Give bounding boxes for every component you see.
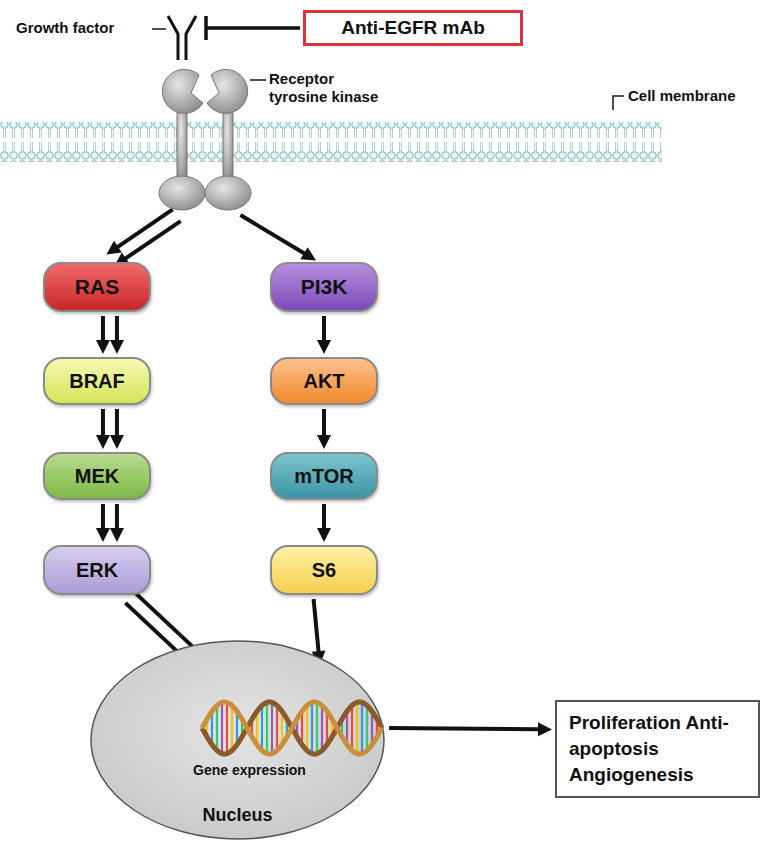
antibody-symbol: [168, 16, 196, 60]
pathway-arrow: [317, 316, 331, 354]
arrow-shaft: [115, 316, 119, 342]
protein-label: S6: [312, 559, 336, 582]
protein-label: AKT: [303, 370, 344, 393]
kinase-domain: [205, 176, 251, 210]
receptor-part: [162, 69, 203, 113]
dna-rung: [216, 705, 218, 750]
dna-strand: [202, 702, 382, 754]
drug-box: Anti-EGFR mAb: [303, 10, 523, 46]
dna-rung: [316, 702, 318, 753]
cell-membrane: [0, 122, 662, 162]
arrowhead: [110, 435, 124, 449]
inhibition-line: [206, 16, 300, 40]
pathway-arrow: [317, 409, 331, 449]
braf-box: BRAF: [43, 357, 151, 405]
arrow-shaft: [101, 316, 105, 342]
pathway-arrow: [96, 504, 124, 542]
membrane-label: Cell membrane: [628, 87, 736, 104]
receptor-part: [223, 103, 233, 183]
arrow-shaft: [322, 409, 326, 437]
protein-label: MEK: [75, 465, 119, 488]
dna-rung: [366, 705, 368, 750]
dna-rung: [306, 705, 308, 750]
dna-rung: [226, 702, 228, 753]
erk-box: ERK: [43, 545, 151, 595]
arrow-shaft: [124, 221, 180, 259]
nucleus: Gene expressionNucleus: [90, 640, 385, 840]
dna-rung: [361, 702, 363, 753]
dna-rung: [321, 705, 323, 750]
arrow-shaft: [116, 209, 172, 247]
protein-label: RAS: [75, 275, 119, 299]
receptor-part: [177, 103, 187, 183]
outcome-box: Proliferation Anti-apoptosis Angiogenesi…: [555, 700, 760, 798]
dna-rung: [356, 702, 358, 753]
growth-factor-label: Growth factor: [16, 19, 114, 36]
ras-box: RAS: [43, 262, 151, 312]
dna-rung: [311, 702, 313, 753]
drug-label: Anti-EGFR mAb: [341, 17, 485, 39]
protein-label: ERK: [76, 559, 118, 582]
arrow-shaft: [101, 504, 105, 530]
pathway-arrow: [96, 316, 124, 354]
dna-rung: [276, 705, 278, 750]
dna-rung: [266, 702, 268, 753]
pathway-arrow: [389, 722, 552, 736]
receptor-part: [207, 69, 248, 113]
pathway-arrow: [317, 504, 331, 542]
arrowhead: [300, 247, 316, 260]
dna-label: Gene expression: [193, 762, 306, 778]
protein-label: PI3K: [301, 275, 348, 299]
arrowhead: [317, 528, 331, 542]
arrow-shaft: [115, 409, 119, 437]
growth-factor-leader: [152, 28, 166, 30]
dna-rung: [271, 702, 273, 753]
arrowhead: [317, 435, 331, 449]
receptor-shape: [155, 65, 255, 213]
arrowhead: [106, 241, 122, 255]
outcome-text: Proliferation Anti-apoptosis Angiogenesi…: [569, 710, 739, 788]
membrane-bracket: [613, 96, 624, 110]
dna-rung: [231, 705, 233, 750]
receptor-label: Receptor tyrosine kinase: [269, 70, 389, 106]
arrowhead: [110, 528, 124, 542]
arrowhead: [96, 435, 110, 449]
arrowhead: [96, 340, 110, 354]
arrow-shaft: [389, 728, 540, 729]
mek-box: MEK: [43, 452, 151, 500]
kinase-domain: [159, 176, 205, 210]
protein-label: mTOR: [294, 465, 354, 488]
arrow-shaft: [322, 504, 326, 530]
akt-box: AKT: [270, 357, 378, 405]
dna-strand: [202, 702, 382, 754]
dna-rung: [221, 702, 223, 753]
arrow-shaft: [115, 504, 119, 530]
arrow-shaft: [322, 316, 326, 342]
pathway-arrow: [96, 409, 124, 449]
pathway-arrow: [240, 215, 316, 260]
receptor: Receptor tyrosine kinase: [155, 65, 255, 213]
arrowhead: [96, 528, 110, 542]
receptor-leader: [250, 79, 266, 81]
arrowhead: [538, 722, 552, 736]
arrow-shaft: [240, 215, 305, 254]
dna-rung: [351, 705, 353, 750]
arrowhead: [317, 340, 331, 354]
pathway-arrow: [106, 209, 180, 266]
pi3k-box: PI3K: [270, 262, 378, 312]
arrow-shaft: [314, 599, 319, 653]
nucleus-outline: [91, 641, 384, 839]
arrow-shaft: [101, 409, 105, 437]
protein-label: BRAF: [69, 370, 125, 393]
mtor-box: mTOR: [270, 452, 378, 500]
nucleus-label: Nucleus: [202, 805, 272, 826]
s6-box: S6: [270, 545, 378, 595]
dna-rung: [261, 705, 263, 750]
arrowhead: [110, 340, 124, 354]
